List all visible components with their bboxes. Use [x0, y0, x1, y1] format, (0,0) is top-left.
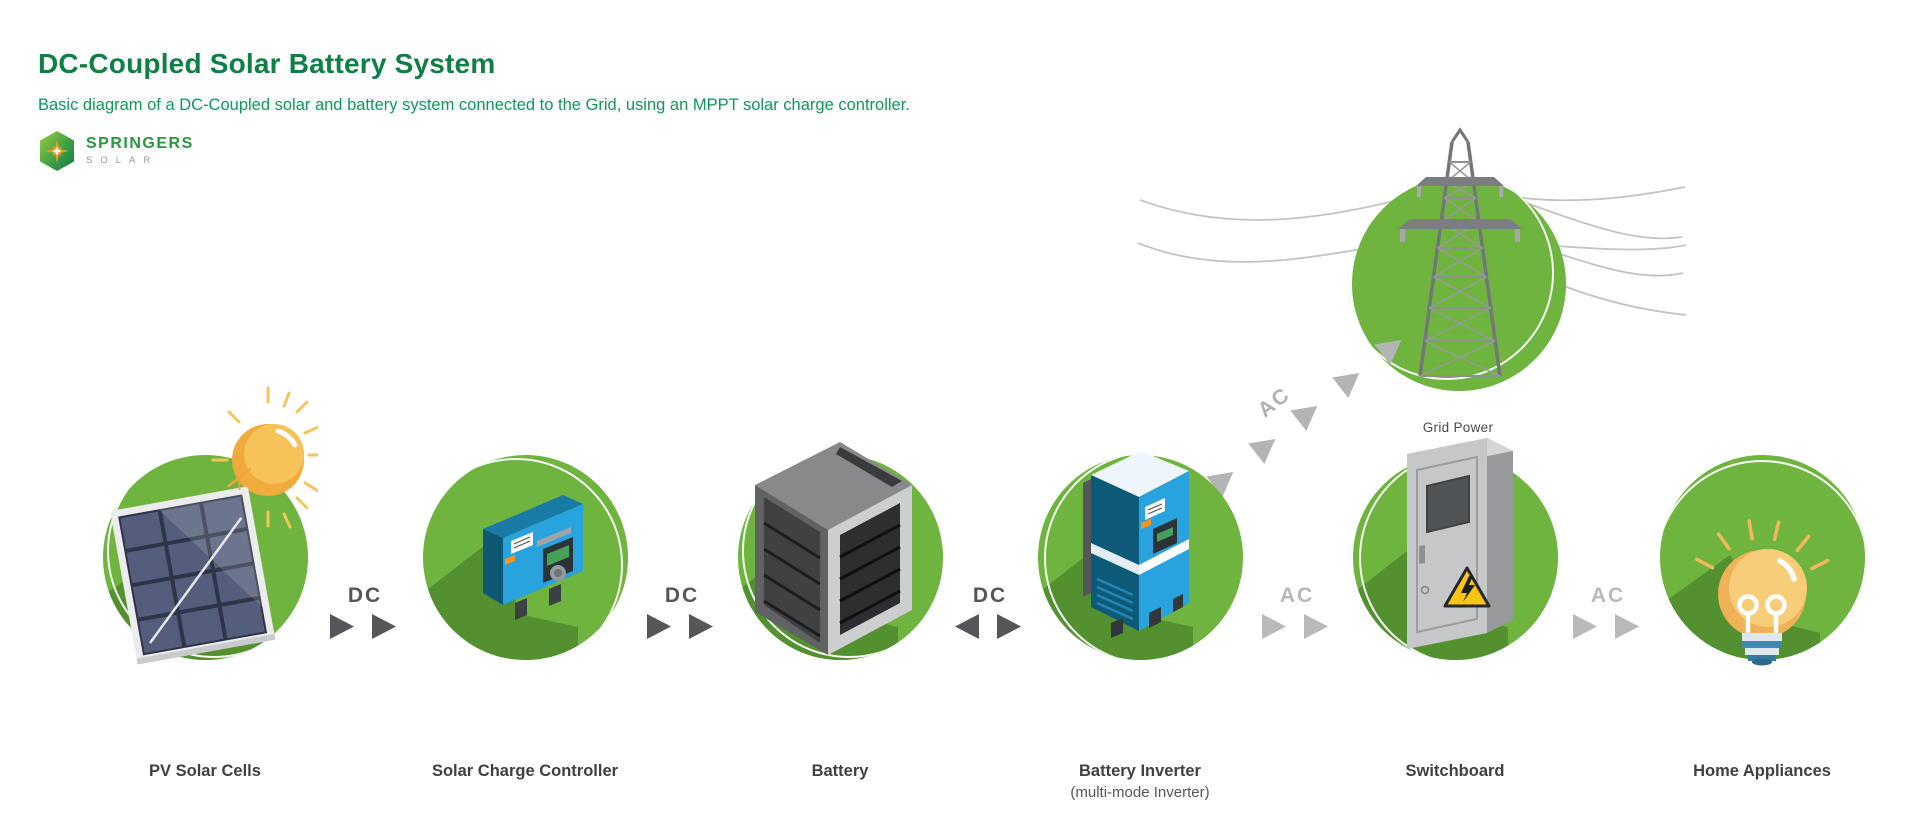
component-home-appliances: [1659, 455, 1865, 666]
connection-dc-controller-to-battery: DC: [634, 584, 730, 640]
connection-ac-grid-label: AC: [1254, 383, 1295, 422]
circle-arc-decoration: [1352, 177, 1554, 380]
logo-tagline: SOLAR: [86, 155, 159, 166]
solar-panel-icon: [109, 386, 318, 665]
lightbulb-icon: [1694, 519, 1830, 666]
switchboard-icon: [1406, 438, 1513, 649]
component-label: Battery: [811, 762, 869, 780]
circle-arc-decoration: [107, 455, 308, 658]
circle-arc-decoration: [1659, 459, 1865, 660]
page-subtitle: Basic diagram of a DC-Coupled solar and …: [38, 96, 910, 114]
inverter-icon: [1082, 451, 1189, 638]
arrows-right-icon: [330, 614, 396, 639]
component-label: Solar Charge Controller: [431, 762, 619, 780]
connection-label: DC: [972, 584, 1008, 607]
circle-arc-decoration: [742, 455, 943, 658]
logo-hexagon-icon: [40, 131, 74, 171]
grid-power-label: Grid Power: [1422, 420, 1494, 435]
circle-arc-decoration: [1044, 455, 1243, 660]
component-label: Home Appliances: [1693, 762, 1831, 780]
circle-arc-decoration: [1359, 455, 1558, 660]
connection-label: AC: [1590, 584, 1626, 607]
component-battery: [737, 442, 943, 660]
logo-name: SPRINGERS: [86, 135, 194, 152]
charge-controller-icon: [482, 495, 583, 620]
component-battery-inverter: [1037, 451, 1243, 660]
component-label: Battery Inverter (multi-mode Inverter): [980, 761, 1300, 803]
component-solar-charge-controller: [422, 455, 628, 660]
page-title: DC-Coupled Solar Battery System: [38, 48, 496, 79]
connection-dc-battery-to-inverter: DC: [942, 584, 1038, 640]
component-sublabel: (multi-mode Inverter): [1070, 784, 1210, 801]
arrows-right-icon: [1573, 614, 1639, 639]
component-label-line1: Battery Inverter: [1079, 762, 1201, 780]
connection-label: AC: [1279, 584, 1315, 607]
battery-rack-icon: [754, 442, 912, 655]
connection-ac-switchboard-to-appliances: AC: [1560, 584, 1656, 640]
component-pv-solar-cells: [102, 386, 318, 665]
circle-arc-decoration: [422, 457, 623, 660]
arrows-right-icon: [1262, 614, 1328, 639]
connection-label: DC: [664, 584, 700, 607]
component-label: Switchboard: [1405, 762, 1505, 780]
transmission-tower-icon: [1398, 127, 1522, 377]
connection-dc-pv-to-controller: DC: [317, 584, 413, 640]
springers-solar-logo: SPRINGERS SOLAR: [38, 130, 194, 172]
connection-ac-inverter-to-switchboard: AC: [1249, 584, 1345, 640]
connection-label: DC: [347, 584, 383, 607]
component-label: PV Solar Cells: [149, 762, 261, 780]
arrows-right-icon: [647, 614, 713, 639]
component-switchboard: [1352, 438, 1558, 660]
arrows-both-icon: [955, 614, 1021, 639]
